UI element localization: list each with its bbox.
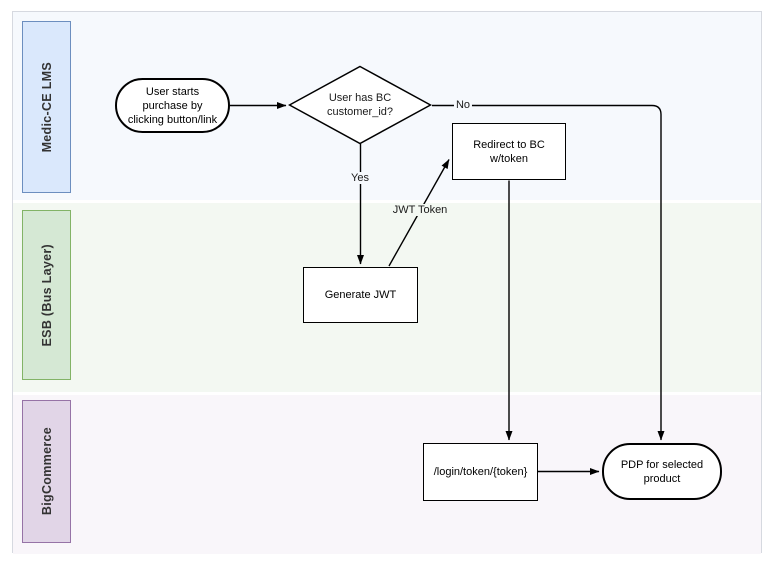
- lane-header-esb-bus-layer: ESB (Bus Layer): [22, 210, 71, 380]
- node-start-label: User starts purchase by clicking button/…: [127, 85, 218, 126]
- lane-title-medic-ce-lms: Medic-CE LMS: [39, 61, 54, 153]
- lane-header-medic-ce-lms: Medic-CE LMS: [22, 21, 71, 193]
- edge-label-no: No: [453, 99, 473, 111]
- node-start-terminator: User starts purchase by clicking button/…: [115, 78, 230, 133]
- node-pdp-label: PDP for selected product: [620, 458, 704, 485]
- node-login-token-process: /login/token/{token}: [423, 443, 538, 501]
- node-pdp-terminator: PDP for selected product: [602, 443, 722, 500]
- edge-label-jwt-token: JWT Token: [390, 204, 450, 216]
- node-decision-label: User has BC customer_id?: [326, 92, 394, 118]
- node-redirect-process: Redirect to BC w/token: [452, 123, 566, 180]
- node-generate-jwt-label: Generate JWT: [324, 289, 397, 301]
- lane-header-bigcommerce: BigCommerce: [22, 400, 71, 543]
- node-redirect-label: Redirect to BC w/token: [473, 138, 545, 165]
- diamond-shape-icon: [288, 65, 432, 145]
- node-generate-jwt-process: Generate JWT: [303, 267, 418, 323]
- node-decision-diamond: User has BC customer_id?: [288, 65, 432, 145]
- node-login-token-label: /login/token/{token}: [433, 466, 528, 478]
- edge-label-yes: Yes: [349, 172, 371, 184]
- lane-title-bigcommerce: BigCommerce: [39, 427, 54, 516]
- lane-title-esb-bus-layer: ESB (Bus Layer): [39, 243, 54, 347]
